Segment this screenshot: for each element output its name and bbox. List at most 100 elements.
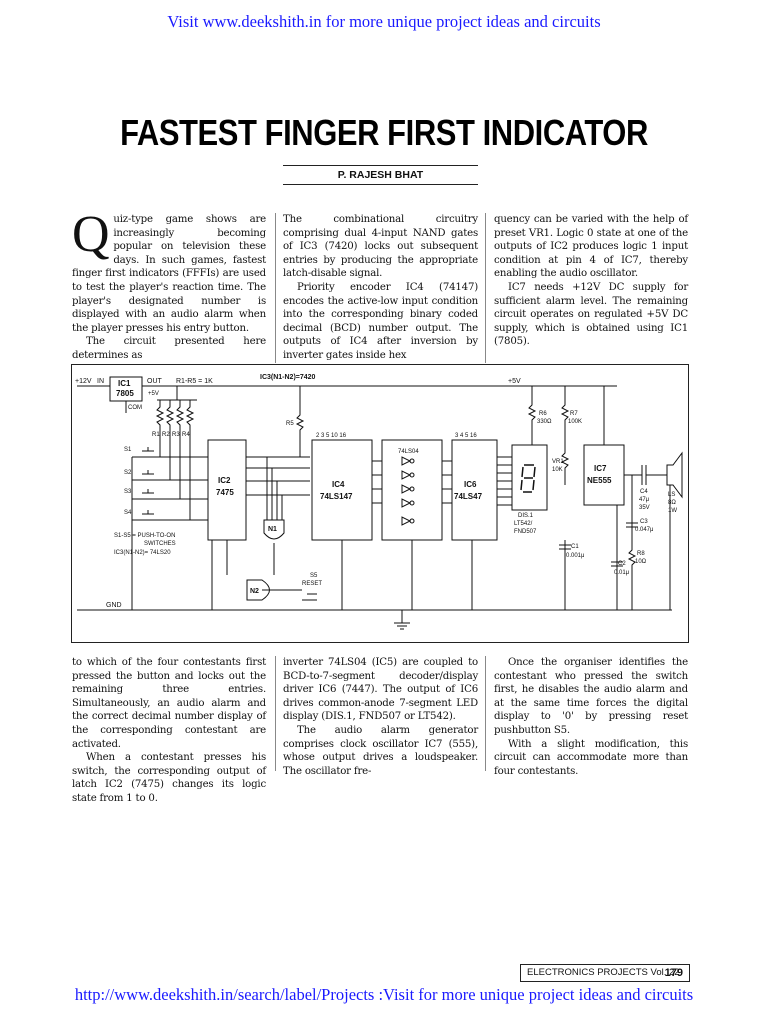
resistor-r5 — [295, 386, 305, 457]
switches-s1-s4 — [131, 431, 208, 610]
drop-cap: Q — [72, 206, 110, 263]
top-link[interactable]: Visit www.deekshith.in for more unique p… — [167, 12, 601, 31]
label-out: OUT — [147, 378, 163, 385]
label-dis1: DIS.1 — [518, 513, 534, 519]
ic6-decoder — [451, 439, 498, 541]
label-ic6-pins: 3 4 5 16 — [455, 433, 477, 439]
label-dis-part1: LT542/ — [514, 521, 533, 527]
label-s1: S1 — [124, 447, 132, 453]
label-s2: S2 — [124, 470, 132, 476]
label-r4: R4 — [182, 432, 190, 438]
label-c2: C2 — [618, 561, 626, 567]
resistor-r8 — [627, 540, 637, 610]
col4-para1: to which of the four contestants first p… — [72, 657, 266, 750]
label-c1: C1 — [571, 544, 579, 550]
author-byline: P. RAJESH BHAT — [283, 165, 478, 185]
col4-para2: When a contestant presses his switch, th… — [72, 752, 266, 804]
label-12v: +12V — [75, 378, 92, 385]
col3-para2: IC7 needs +12V DC supply for sufficient … — [494, 281, 688, 348]
page-footer: ELECTRONICS PROJECTS Vol. 22 179 — [520, 964, 690, 982]
label-vr1: VR1 — [552, 459, 564, 465]
column-6: Once the organiser identifies the contes… — [494, 656, 688, 778]
nand-gate-n1 — [263, 519, 285, 540]
label-r7: R7 — [570, 411, 578, 417]
label-c4: C4 — [640, 489, 648, 495]
label-sw-note1: S1-S5 = PUSH-TO-ON — [114, 533, 175, 539]
label-r2: R2 — [162, 432, 170, 438]
column-3: quency can be varied with the help of pr… — [494, 213, 688, 349]
label-r8v: 10Ω — [635, 559, 647, 565]
label-ic5-part: 74LS04 — [398, 449, 419, 455]
label-r6: R6 — [539, 411, 547, 417]
label-ic2-part: 7475 — [216, 488, 234, 497]
col6-para2: With a slight modification, this circuit… — [494, 738, 688, 777]
col3-para1: quency can be varied with the help of pr… — [494, 214, 688, 280]
label-ic1-part: 7805 — [116, 389, 134, 398]
label-ic7-part: NE555 — [587, 476, 612, 485]
label-c3: C3 — [640, 519, 648, 525]
label-lsv1: 8Ω — [668, 500, 676, 506]
label-r6v: 330Ω — [537, 419, 552, 425]
label-c4v2: 35V — [639, 505, 650, 511]
column-divider — [275, 656, 276, 771]
label-ic6-part: 74LS47 — [454, 492, 483, 501]
label-n1: N1 — [268, 526, 277, 533]
label-ic4-pins: 2 3 5 10 16 — [316, 433, 347, 439]
label-ic4-part: 74LS147 — [320, 492, 353, 501]
column-divider — [275, 213, 276, 363]
resistor-r7 — [560, 386, 570, 435]
label-c3v: 0.047μ — [635, 527, 654, 533]
resistor-r6 — [527, 386, 537, 445]
label-s5: S5 — [310, 573, 318, 579]
label-c1v: 0.001μ — [566, 553, 585, 559]
resistor-bank — [155, 386, 197, 431]
col1-para1: uiz-type game shows are increasingly bec… — [72, 214, 266, 334]
page-number: 179 — [664, 967, 683, 979]
label-r5: R5 — [286, 421, 294, 427]
nand-gate-n2 — [246, 579, 270, 601]
bottom-link[interactable]: http://www.deekshith.in/search/label/Pro… — [74, 985, 694, 1004]
col1-para2: The circuit presented here determines as — [72, 336, 266, 361]
col2-para2: Priority encoder IC4 (74147) encodes the… — [283, 281, 478, 361]
label-com: COM — [128, 405, 142, 411]
label-ic2: IC2 — [218, 476, 231, 485]
column-divider — [485, 213, 486, 363]
label-ls: LS — [668, 492, 675, 498]
label-5v-b: +5V — [508, 378, 521, 385]
label-reset: RESET — [302, 581, 322, 587]
column-divider — [485, 656, 486, 771]
column-4: to which of the four contestants first p… — [72, 656, 266, 806]
label-ic1: IC1 — [118, 379, 131, 388]
label-sw-note3: IC3(N1-N2)= 74LS20 — [114, 550, 171, 556]
label-sw-note2: SWITCHES — [144, 541, 176, 547]
label-r1r5: R1-R5 = 1K — [176, 378, 213, 385]
label-s3: S3 — [124, 489, 132, 495]
label-5v-a: +5V — [148, 391, 159, 397]
preset-vr1 — [560, 435, 570, 485]
label-r8: R8 — [637, 551, 645, 557]
label-s4: S4 — [124, 510, 132, 516]
ic5-inverter — [381, 439, 443, 541]
label-in: IN — [97, 378, 104, 385]
label-lsv2: 1W — [668, 508, 677, 514]
label-c2v: 0.01μ — [614, 570, 630, 576]
ic4-encoder — [311, 439, 373, 541]
inverter-gates — [401, 456, 415, 526]
label-ic4: IC4 — [332, 480, 345, 489]
label-r7v: 100K — [568, 419, 582, 425]
label-dis-part2: FND507 — [514, 529, 537, 535]
col5-para2: The audio alarm generator comprises cloc… — [283, 724, 478, 777]
column-5: inverter 74LS04 (IC5) are coupled to BCD… — [283, 656, 478, 778]
article-title: FASTEST FINGER FIRST INDICATOR — [120, 112, 648, 153]
col2-para1: The combinational circuitry comprising d… — [283, 214, 478, 280]
label-ic6: IC6 — [464, 480, 477, 489]
label-ic7: IC7 — [594, 464, 607, 473]
ic7-timer — [583, 444, 625, 506]
label-gnd: GND — [106, 602, 122, 609]
label-n2: N2 — [250, 588, 259, 595]
footer-label: ELECTRONICS PROJECTS Vol. 22 — [527, 967, 680, 978]
col5-para1: inverter 74LS04 (IC5) are coupled to BCD… — [283, 657, 478, 723]
loudspeaker — [666, 451, 683, 499]
column-2: The combinational circuitry comprising d… — [283, 213, 478, 363]
